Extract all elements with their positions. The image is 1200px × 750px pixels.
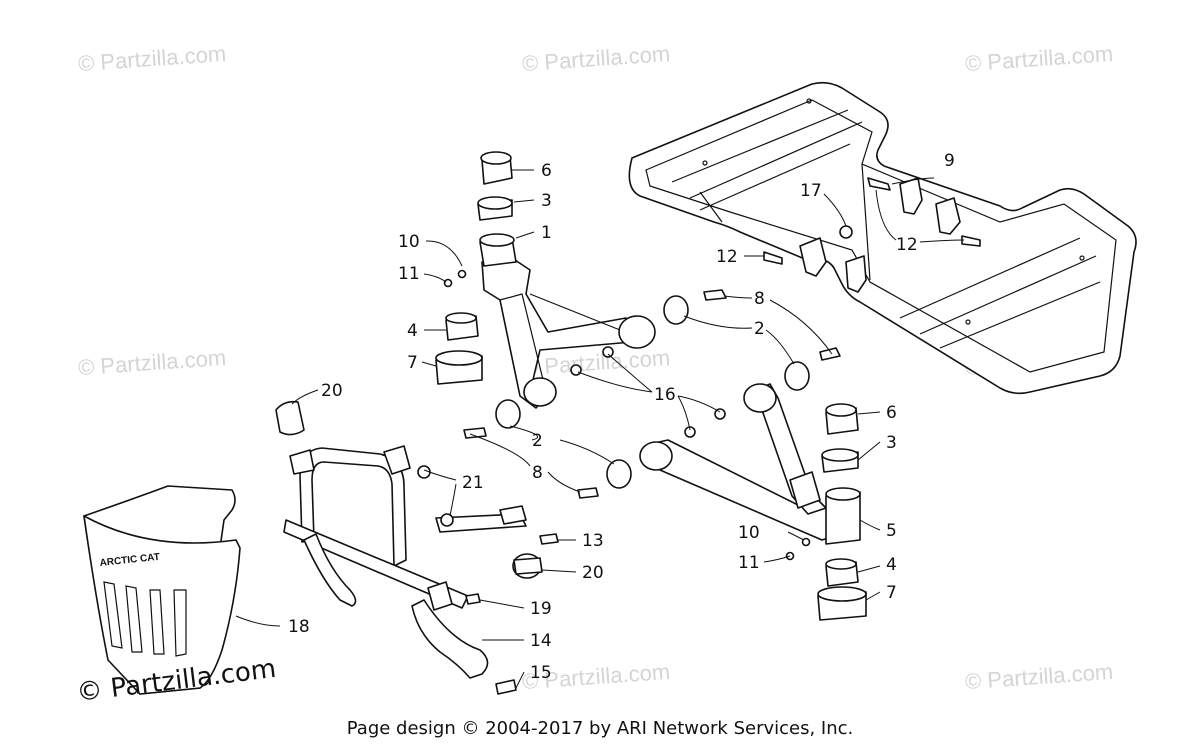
callout-1: 1	[541, 223, 552, 243]
callout-12: 12	[896, 235, 918, 255]
bumper-frame	[275, 400, 559, 695]
footer-copyright: Page design © 2004-2017 by ARI Network S…	[346, 718, 854, 739]
callout-13: 13	[582, 531, 604, 551]
callout-12: 12	[716, 247, 738, 267]
callout-10: 10	[398, 232, 420, 252]
callout-20: 20	[582, 563, 604, 583]
callout-10: 10	[738, 523, 760, 543]
callout-labels: 6 3 1 10 11 4 7 20 16 2 8 2 8 9 17 12 12…	[288, 151, 955, 683]
callout-18: 18	[288, 617, 310, 637]
callout-4: 4	[886, 555, 897, 575]
callout-4: 4	[407, 321, 418, 341]
callout-3: 3	[886, 433, 897, 453]
callout-7: 7	[407, 353, 418, 373]
callout-14: 14	[530, 631, 552, 651]
upper-a-arm	[479, 233, 656, 409]
bushings-and-hardware	[463, 289, 841, 499]
callout-7: 7	[886, 583, 897, 603]
callout-8: 8	[754, 289, 765, 309]
leader-lines	[235, 169, 965, 689]
callout-19: 19	[530, 599, 552, 619]
callout-6: 6	[886, 403, 897, 423]
callout-15: 15	[530, 663, 552, 683]
callout-17: 17	[800, 181, 822, 201]
callout-2: 2	[532, 431, 543, 451]
callout-5: 5	[886, 521, 897, 541]
callout-11: 11	[738, 553, 760, 573]
callout-6: 6	[541, 161, 552, 181]
upper-ball-joint-stack	[435, 151, 513, 385]
callout-8: 8	[532, 463, 543, 483]
callout-3: 3	[541, 191, 552, 211]
callout-21: 21	[462, 473, 484, 493]
lower-a-arm	[639, 383, 867, 621]
callout-16: 16	[654, 385, 676, 405]
front-cover: ARCTIC CAT	[83, 485, 241, 695]
callout-2: 2	[754, 319, 765, 339]
callout-20: 20	[321, 381, 343, 401]
rack	[628, 81, 1137, 395]
callout-11: 11	[398, 264, 420, 284]
callout-9: 9	[944, 151, 955, 171]
